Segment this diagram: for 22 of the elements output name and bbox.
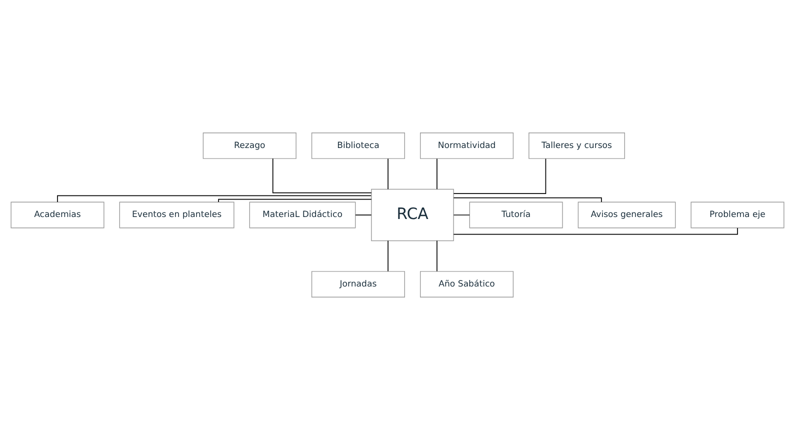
- connector: [436, 240, 438, 272]
- node-box: Año Sabático: [420, 271, 514, 298]
- node-box: Avisos generales: [578, 202, 676, 228]
- connector: [453, 214, 470, 216]
- node-box: Problema eje: [690, 202, 784, 228]
- node-box: MateriaL Didáctico: [249, 202, 356, 228]
- node-box: Rezago: [202, 132, 296, 159]
- node-box: Normatividad: [420, 132, 514, 159]
- node-box: Eventos en planteles: [119, 202, 234, 228]
- connector: [355, 214, 372, 216]
- node-box: Jornadas: [311, 271, 405, 298]
- connector: [453, 158, 546, 194]
- node-box: RCA: [371, 188, 454, 242]
- connector: [272, 158, 372, 194]
- connector: [436, 158, 438, 190]
- node-box: Biblioteca: [311, 132, 405, 159]
- connector: [218, 198, 372, 202]
- connector: [57, 195, 372, 202]
- node-box: Talleres y cursos: [528, 132, 625, 159]
- connector: [453, 228, 738, 235]
- node-box: Tutoría: [469, 202, 563, 228]
- node-box: Academias: [10, 202, 104, 228]
